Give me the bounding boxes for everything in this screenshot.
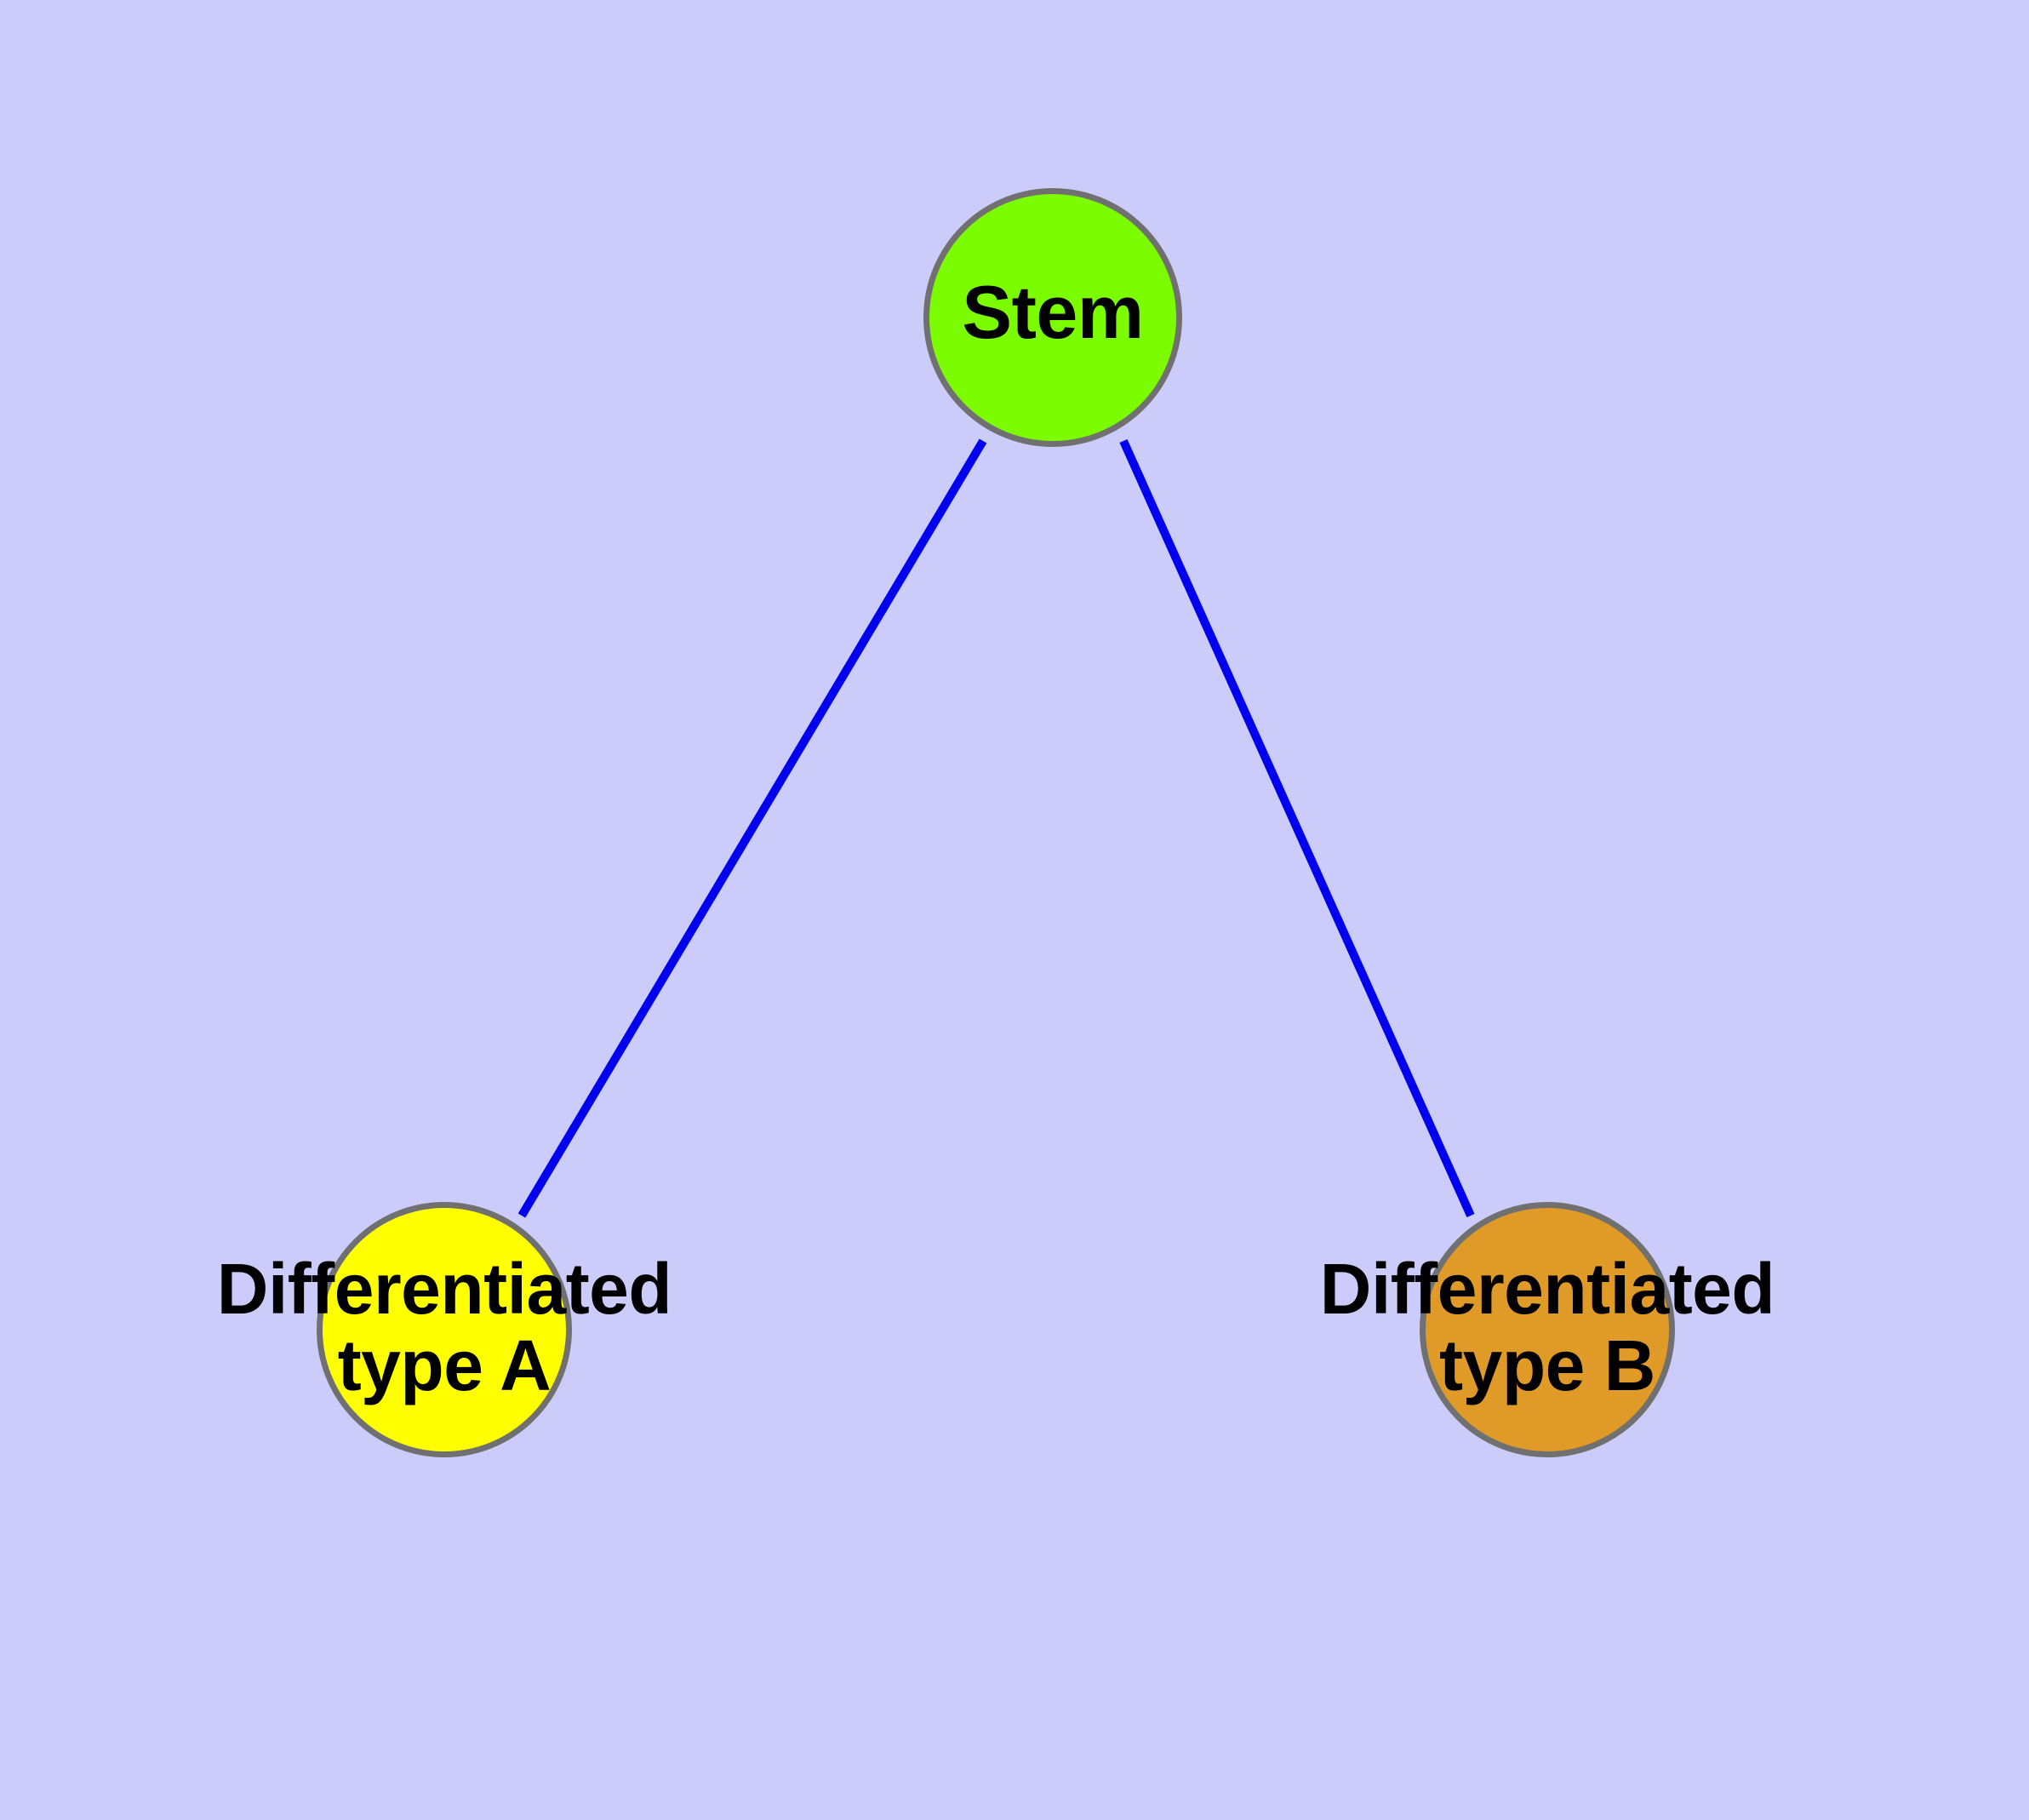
node-differentiated-type-b-label: Differentiated type B: [1319, 1249, 1775, 1405]
node-differentiated-type-a-label: Differentiated type A: [216, 1249, 672, 1405]
node-differentiated-type-b[interactable]: [1420, 1202, 1675, 1457]
node-differentiated-type-a[interactable]: [317, 1202, 572, 1457]
edge-stem-to-differentiated-b: [1119, 438, 1475, 1218]
edge-stem-to-differentiated-a: [517, 438, 987, 1218]
node-stem-label: Stem: [962, 270, 1144, 354]
node-stem[interactable]: [923, 188, 1182, 447]
